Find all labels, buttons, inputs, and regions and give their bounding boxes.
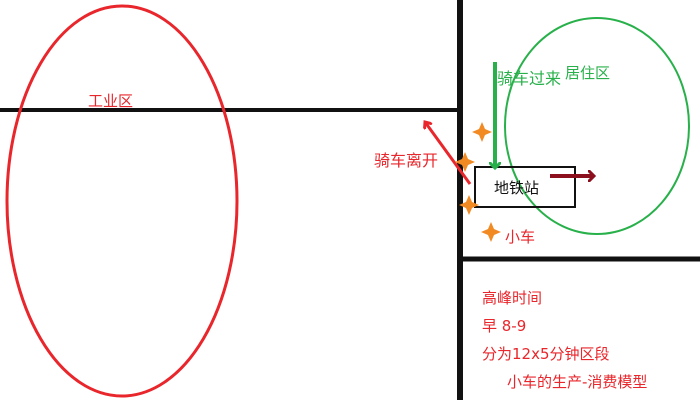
industrial-zone-ellipse [5, 4, 239, 398]
leave-label: 骑车离开 [374, 151, 439, 170]
note-peak-time: 高峰时间 [482, 289, 543, 307]
car-marker-icon [459, 195, 479, 215]
note-model: 小车的生产-消费模型 [507, 373, 648, 391]
car-marker-icon [481, 222, 501, 242]
note-segments: 分为12x5分钟区段 [482, 345, 610, 363]
car-label: 小车 [505, 228, 536, 246]
arrive-label: 骑车过来 [497, 69, 562, 88]
residential-zone-label: 居住区 [565, 64, 611, 82]
car-marker-icon [455, 152, 475, 172]
leave-arrow [425, 122, 472, 185]
note-morning: 早 8-9 [482, 317, 527, 335]
residential-zone-ellipse [504, 17, 690, 235]
subway-station-box [474, 166, 576, 208]
industrial-zone-label: 工业区 [88, 92, 134, 110]
car-marker-icon [472, 122, 492, 142]
station-label: 地铁站 [494, 179, 540, 197]
car-marker-icons [455, 122, 501, 242]
